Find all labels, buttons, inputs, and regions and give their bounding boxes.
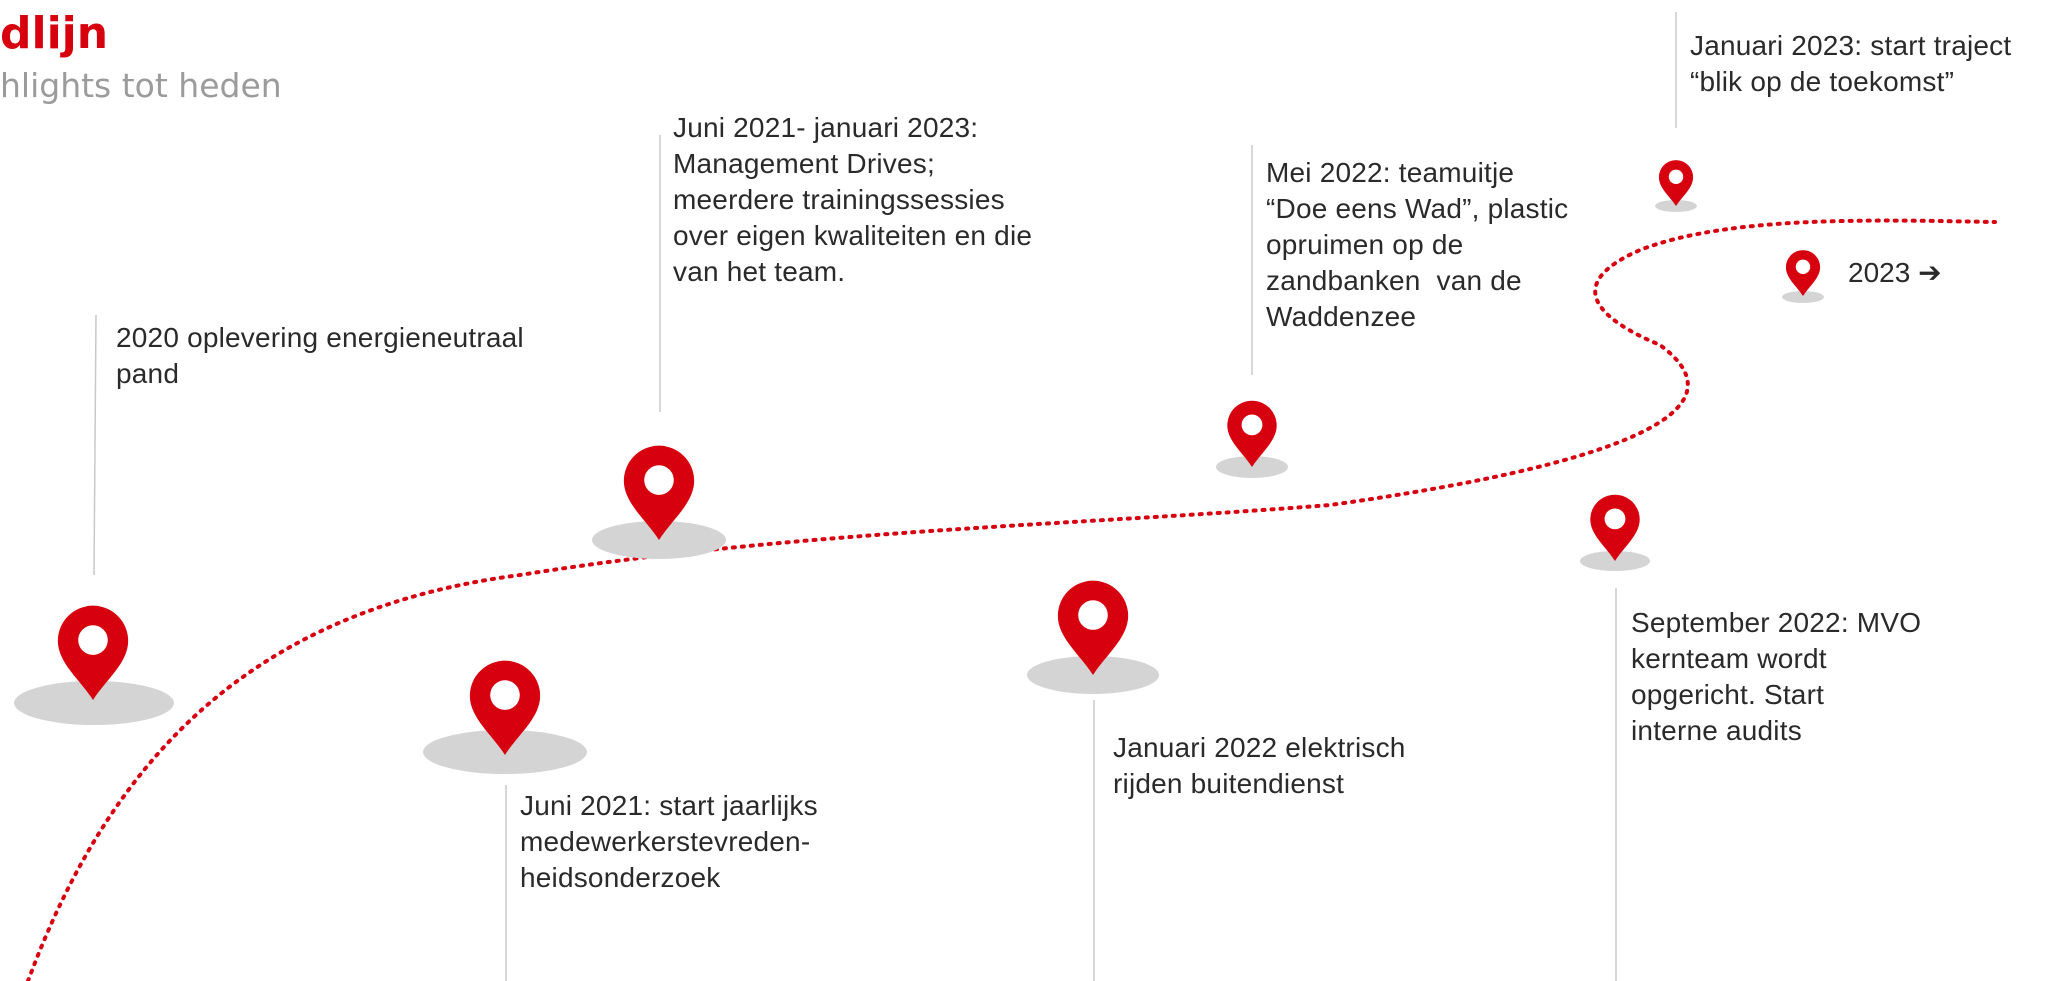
page-title: dlijn — [0, 8, 109, 59]
milestone-label-tevredenheid: Juni 2021: start jaarlijks medewerkerste… — [520, 790, 818, 893]
milestone-label-elektrisch: Januari 2022 elektrisch rijden buitendie… — [1113, 732, 1406, 799]
leader-line-energieneutraal — [93, 314, 97, 576]
map-pin-icon — [1216, 400, 1288, 478]
timeline-route — [26, 218, 1997, 981]
milestone-label-energieneutraal: 2020 oplevering energieneutraal pand — [116, 322, 524, 389]
map-pin-icon — [14, 605, 174, 725]
map-pin-icon — [423, 660, 587, 774]
end-marker-label: 2023 ➔ — [1848, 257, 1942, 288]
milestone-label-management-drives: Juni 2021- januari 2023: Management Driv… — [673, 112, 1033, 287]
map-pin-icon — [1580, 494, 1650, 571]
map-pin-icon — [1027, 580, 1159, 694]
milestone-label-mvo: September 2022: MVO kernteam wordt opger… — [1631, 607, 1922, 746]
milestone-label-teamuitje: Mei 2022: teamuitje “Doe eens Wad”, plas… — [1266, 157, 1569, 332]
map-pin-icon — [1655, 160, 1697, 212]
page-subtitle: hlights tot heden — [0, 66, 282, 105]
milestone-label-toekomst: Januari 2023: start traject “blik op de … — [1690, 30, 2012, 97]
map-pin-icon — [592, 445, 726, 559]
map-pin-icon — [1782, 250, 1824, 303]
